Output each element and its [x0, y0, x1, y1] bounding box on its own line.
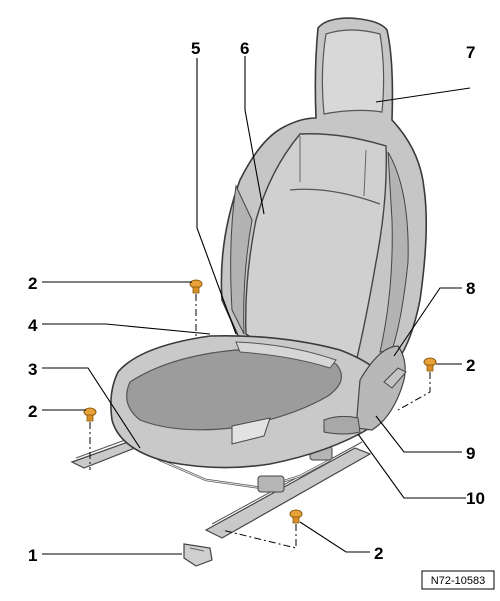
- callout-10: 10: [466, 489, 485, 508]
- reference-code: N72-10583: [431, 575, 485, 587]
- callout-8: 8: [466, 279, 475, 298]
- callout-6: 6: [240, 39, 249, 58]
- assembly-lines: [89, 294, 431, 549]
- fastener-screw-2b: [83, 407, 97, 422]
- callout-2-left: 2: [28, 402, 37, 421]
- callout-3: 3: [28, 360, 37, 379]
- callout-labels: 1 2 2 2 2 3 4 5 6 7 8 9 10: [28, 39, 485, 565]
- fastener-screw-2c: [423, 357, 437, 372]
- callout-9: 9: [466, 444, 475, 463]
- clip-part-1: [183, 543, 213, 567]
- callout-7: 7: [466, 43, 475, 62]
- leader-lines: [42, 56, 471, 555]
- fastener-screw-2d: [289, 509, 303, 524]
- callout-2-top-left: 2: [28, 274, 37, 293]
- seat-backrest: [220, 17, 428, 373]
- fastener-screw-2a: [189, 279, 203, 294]
- callout-4: 4: [28, 316, 38, 335]
- callout-5: 5: [191, 39, 200, 58]
- callout-2-right: 2: [466, 356, 475, 375]
- callout-2-bottom: 2: [374, 544, 383, 563]
- callout-1: 1: [28, 546, 37, 565]
- seat-cushion: [110, 334, 407, 469]
- reference-code-box: N72-10583: [421, 570, 495, 590]
